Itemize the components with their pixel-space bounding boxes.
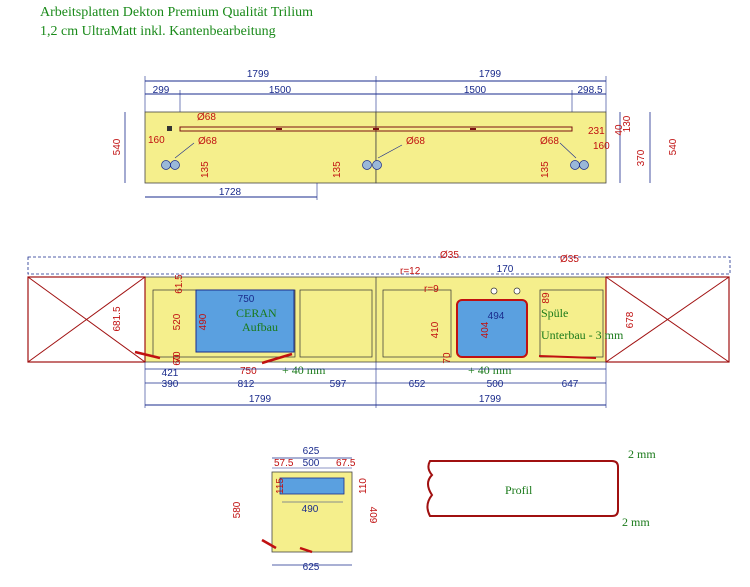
- cabinet-x-left: [27, 276, 146, 363]
- title-line-2: 1,2 cm UltraMatt inkl. Kantenbearbeitung: [40, 24, 276, 39]
- sink-cutout: [456, 299, 528, 358]
- rear-groove: [179, 126, 573, 132]
- dim-width-right: 1799: [479, 69, 502, 80]
- detail-view: 625 57.5 500 67.5 490 580 409 110 115 62…: [232, 446, 378, 573]
- dim-width-left: 1799: [247, 69, 270, 80]
- dim-812: 812: [238, 379, 255, 390]
- dim-597: 597: [330, 379, 347, 390]
- holes: [161, 160, 589, 170]
- dim-70-b: 70: [442, 352, 453, 364]
- dim-offset-right: 298.5: [577, 85, 602, 96]
- dim-160-left: 160: [148, 135, 165, 146]
- dim-494: 494: [488, 311, 505, 322]
- aufbau-label: Aufbau: [242, 320, 278, 334]
- dim-231: 231: [588, 126, 605, 137]
- top-slab-left: [144, 111, 377, 184]
- dim-depth-left: 540: [112, 138, 123, 155]
- dim-total-left: 1799: [249, 394, 272, 405]
- profile-view: Profil 2 mm 2 mm: [426, 447, 656, 529]
- dim-135-a: 135: [200, 161, 211, 178]
- detail-57: 57.5: [274, 458, 294, 469]
- detail-490: 490: [302, 504, 319, 515]
- dim-390: 390: [162, 379, 179, 390]
- dim-135-b: 135: [332, 161, 343, 178]
- profile-outline: [426, 460, 619, 517]
- detail-500: 500: [303, 458, 320, 469]
- dim-d35-b: Ø35: [560, 254, 579, 265]
- detail-110: 110: [358, 478, 369, 494]
- dim-89: 89: [541, 292, 552, 304]
- dim-40: 40: [614, 124, 625, 136]
- detail-h409: 409: [367, 507, 378, 524]
- dim-681: 681.5: [112, 306, 123, 331]
- title-line-1: Arbeitsplatten Dekton Premium Qualität T…: [40, 5, 313, 20]
- dim-520: 520: [172, 313, 183, 330]
- dim-inner-right: 1500: [464, 85, 487, 96]
- dim-r9: r=9: [424, 284, 439, 295]
- dim-160-right: 160: [593, 141, 610, 152]
- dim-60: 60: [172, 354, 183, 366]
- dim-depth-right: 540: [668, 138, 679, 155]
- dim-410: 410: [430, 321, 441, 338]
- dim-d35-a: Ø35: [440, 250, 459, 261]
- front-view: CERAN Aufbau 750 490 520 61.5 60 681.5 7…: [27, 250, 731, 408]
- dim-750: 750: [238, 294, 255, 305]
- dashed-outline: [27, 256, 731, 275]
- dim-170: 170: [497, 264, 514, 275]
- dim-647: 647: [562, 379, 579, 390]
- detail-115: 115: [275, 478, 286, 494]
- plus40-a: + 40 mm: [282, 363, 326, 377]
- detail-h580: 580: [232, 501, 243, 518]
- dim-750-b: 750: [240, 366, 257, 377]
- hole-label-a: Ø68: [197, 112, 216, 123]
- dim-61: 61.5: [174, 274, 185, 294]
- dim-500: 500: [487, 379, 504, 390]
- dim-490: 490: [198, 313, 209, 330]
- dim-70-a: 70: [172, 351, 183, 363]
- plus40-b: + 40 mm: [468, 363, 512, 377]
- spuele-label: Spüle: [541, 306, 568, 320]
- profile-bottom: 2 mm: [622, 515, 650, 529]
- dim-r12: r=12: [400, 266, 421, 277]
- dim-135-c: 135: [540, 161, 551, 178]
- detail-w625: 625: [303, 446, 320, 457]
- dim-1728: 1728: [219, 187, 242, 198]
- dim-offset-left: 299: [153, 85, 170, 96]
- dim-404: 404: [480, 321, 491, 338]
- dim-130: 130: [622, 115, 633, 132]
- ceran-cutout: [195, 289, 295, 353]
- dim-370: 370: [636, 149, 647, 166]
- hole-label-b: Ø68: [198, 136, 217, 147]
- dim-inner-left: 1500: [269, 85, 292, 96]
- hole-label-d: Ø68: [540, 136, 559, 147]
- dim-421: 421: [162, 368, 179, 379]
- profile-label: Profil: [505, 483, 533, 497]
- cabinet-x-right: [605, 276, 730, 363]
- profile-top: 2 mm: [628, 447, 656, 461]
- top-view: 1799 1799 299 1500 1500 298.5: [112, 69, 679, 200]
- dim-678: 678: [625, 311, 636, 328]
- ceran-label: CERAN: [236, 306, 277, 320]
- dim-total-right: 1799: [479, 394, 502, 405]
- detail-67: 67.5: [336, 458, 356, 469]
- detail-cutout: [279, 477, 345, 495]
- dim-652: 652: [409, 379, 426, 390]
- top-slab-right: [375, 111, 607, 184]
- detail-w625-b: 625: [303, 562, 320, 573]
- unterbau-label: Unterbau - 3 mm: [541, 328, 624, 342]
- hole-label-c: Ø68: [406, 136, 425, 147]
